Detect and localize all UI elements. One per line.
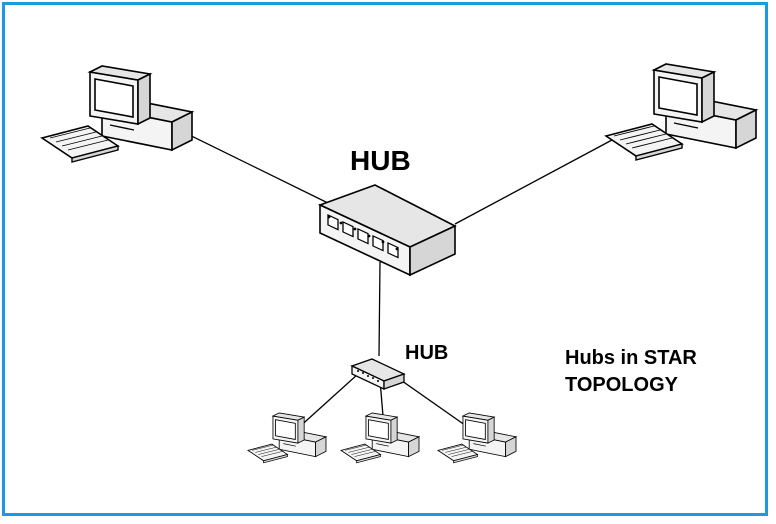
diagram-caption: Hubs in STAR TOPOLOGY bbox=[565, 345, 697, 399]
hub-device-icon bbox=[350, 358, 406, 391]
link-small-hub-pc3 bbox=[394, 375, 473, 431]
hub-device-icon bbox=[317, 184, 457, 277]
desktop-computer-icon bbox=[41, 65, 193, 163]
caption-line-1: Hubs in STAR bbox=[565, 347, 697, 369]
link-left-pc bbox=[164, 122, 333, 206]
caption-line-2: TOPOLOGY bbox=[565, 374, 678, 396]
link-main-to-small-hub bbox=[378, 261, 381, 357]
small-hub-label: HUB bbox=[405, 342, 449, 364]
desktop-computer-icon bbox=[247, 412, 327, 464]
main-hub-label: HUB bbox=[350, 145, 411, 176]
desktop-computer-icon bbox=[340, 412, 420, 464]
desktop-computer-icon bbox=[605, 63, 757, 161]
link-small-hub-pc1 bbox=[295, 373, 359, 431]
desktop-computer-icon bbox=[437, 412, 517, 464]
link-right-pc bbox=[454, 139, 613, 225]
